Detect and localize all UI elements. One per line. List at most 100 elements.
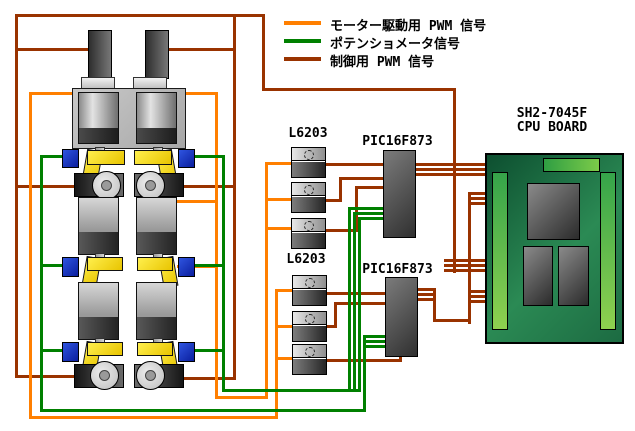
- legend-label-motor-pwm: モーター駆動用 PWM 信号: [330, 19, 487, 34]
- wire-segment: [444, 259, 485, 262]
- wire-segment: [468, 192, 485, 195]
- driver-chip-3: [291, 218, 326, 249]
- wire-segment: [363, 335, 386, 338]
- wire-segment: [40, 349, 65, 352]
- servo-leg-right: [145, 30, 169, 79]
- wire-segment: [15, 14, 265, 17]
- wire-segment: [15, 185, 80, 188]
- wire-segment: [40, 155, 65, 158]
- driver-group1-label: L6203: [288, 126, 328, 141]
- wire-segment: [363, 335, 366, 412]
- cpu-board-right-connector: [600, 172, 616, 330]
- wire-segment: [265, 162, 268, 399]
- wire-segment: [415, 288, 436, 291]
- wire-segment: [233, 14, 236, 380]
- wire-segment: [358, 217, 384, 220]
- cpu-chip: [527, 183, 580, 240]
- wire-segment: [339, 177, 342, 202]
- legend-swatch-control-pwm: [284, 57, 321, 61]
- potentiometer-5: [62, 342, 79, 362]
- wire-segment: [175, 377, 236, 380]
- wire-segment: [262, 14, 265, 91]
- wire-segment: [355, 186, 386, 189]
- wire-segment: [358, 217, 361, 392]
- wire-segment: [275, 290, 278, 419]
- wire-segment: [40, 264, 65, 267]
- servo-leg-left: [88, 30, 112, 79]
- wire-segment: [177, 200, 217, 203]
- driver-group2-label: L6203: [286, 252, 326, 267]
- wire-segment: [415, 298, 436, 301]
- wire-segment: [348, 207, 351, 392]
- wire-segment: [167, 48, 236, 51]
- wire-segment: [40, 409, 366, 412]
- legend-swatch-motor-pwm: [284, 21, 321, 25]
- wire-segment: [353, 212, 384, 215]
- wire-segment: [182, 92, 217, 95]
- yellow-bracket: [133, 148, 179, 188]
- wire-segment: [468, 290, 485, 293]
- dc-motor-3: [78, 197, 119, 255]
- wire-segment: [323, 199, 342, 202]
- wire-segment: [15, 14, 18, 378]
- wire-segment: [413, 173, 485, 176]
- servo-wheel: [90, 361, 119, 390]
- driver-chip-1: [291, 147, 326, 178]
- wire-segment: [215, 92, 218, 399]
- dc-motor-2: [136, 92, 177, 144]
- wire-segment: [215, 396, 268, 399]
- driver-chip-5: [292, 311, 327, 342]
- potentiometer-3: [62, 257, 79, 277]
- mcu1-chip: [383, 150, 416, 238]
- wire-segment: [265, 162, 292, 165]
- wire-segment: [453, 88, 456, 273]
- dc-motor-5: [78, 282, 119, 340]
- wire-segment: [265, 227, 292, 230]
- cpu-board-top-connector: [543, 158, 600, 172]
- potentiometer-1: [62, 149, 79, 168]
- wire-segment: [468, 300, 485, 303]
- board-ic-2: [558, 246, 589, 306]
- potentiometer-6: [178, 342, 195, 362]
- driver-chip-6: [292, 344, 327, 375]
- wire-segment: [275, 289, 293, 292]
- wire-segment: [444, 269, 485, 272]
- mcu1-label: PIC16F873: [362, 134, 433, 149]
- legend-label-control-pwm: 制御用 PWM 信号: [330, 55, 435, 70]
- servo-hub: [145, 180, 156, 191]
- mcu2-chip: [385, 277, 418, 357]
- yellow-bracket: [81, 255, 124, 289]
- board-ic-1: [523, 246, 553, 306]
- wire-segment: [363, 340, 386, 343]
- yellow-bracket: [134, 255, 179, 289]
- wire-segment: [262, 88, 456, 91]
- wire-segment: [275, 357, 293, 360]
- driver-chip-4: [292, 275, 327, 306]
- yellow-bracket: [134, 340, 179, 374]
- servo-hub: [99, 370, 110, 381]
- cpu-board-label-line1: SH2-7045F: [516, 106, 588, 121]
- wire-segment: [222, 155, 225, 392]
- wire-segment: [468, 192, 471, 324]
- wire-segment: [175, 185, 236, 188]
- wire-segment: [334, 302, 337, 328]
- wire-segment: [433, 288, 436, 322]
- cpu-board-left-connector: [492, 172, 508, 330]
- wire-segment: [353, 212, 356, 392]
- wire-segment: [15, 48, 90, 51]
- wire-segment: [323, 163, 383, 166]
- wire-segment: [192, 155, 224, 158]
- wire-segment: [415, 293, 436, 296]
- wire-segment: [413, 163, 485, 166]
- wire-segment: [275, 325, 293, 328]
- wire-segment: [433, 319, 471, 322]
- wire-segment: [323, 229, 358, 232]
- yellow-bracket: [80, 148, 125, 188]
- wire-segment: [29, 92, 32, 419]
- wire-segment: [468, 197, 485, 200]
- wire-segment: [468, 202, 485, 205]
- servo-hub: [101, 180, 112, 191]
- wire-segment: [29, 92, 80, 95]
